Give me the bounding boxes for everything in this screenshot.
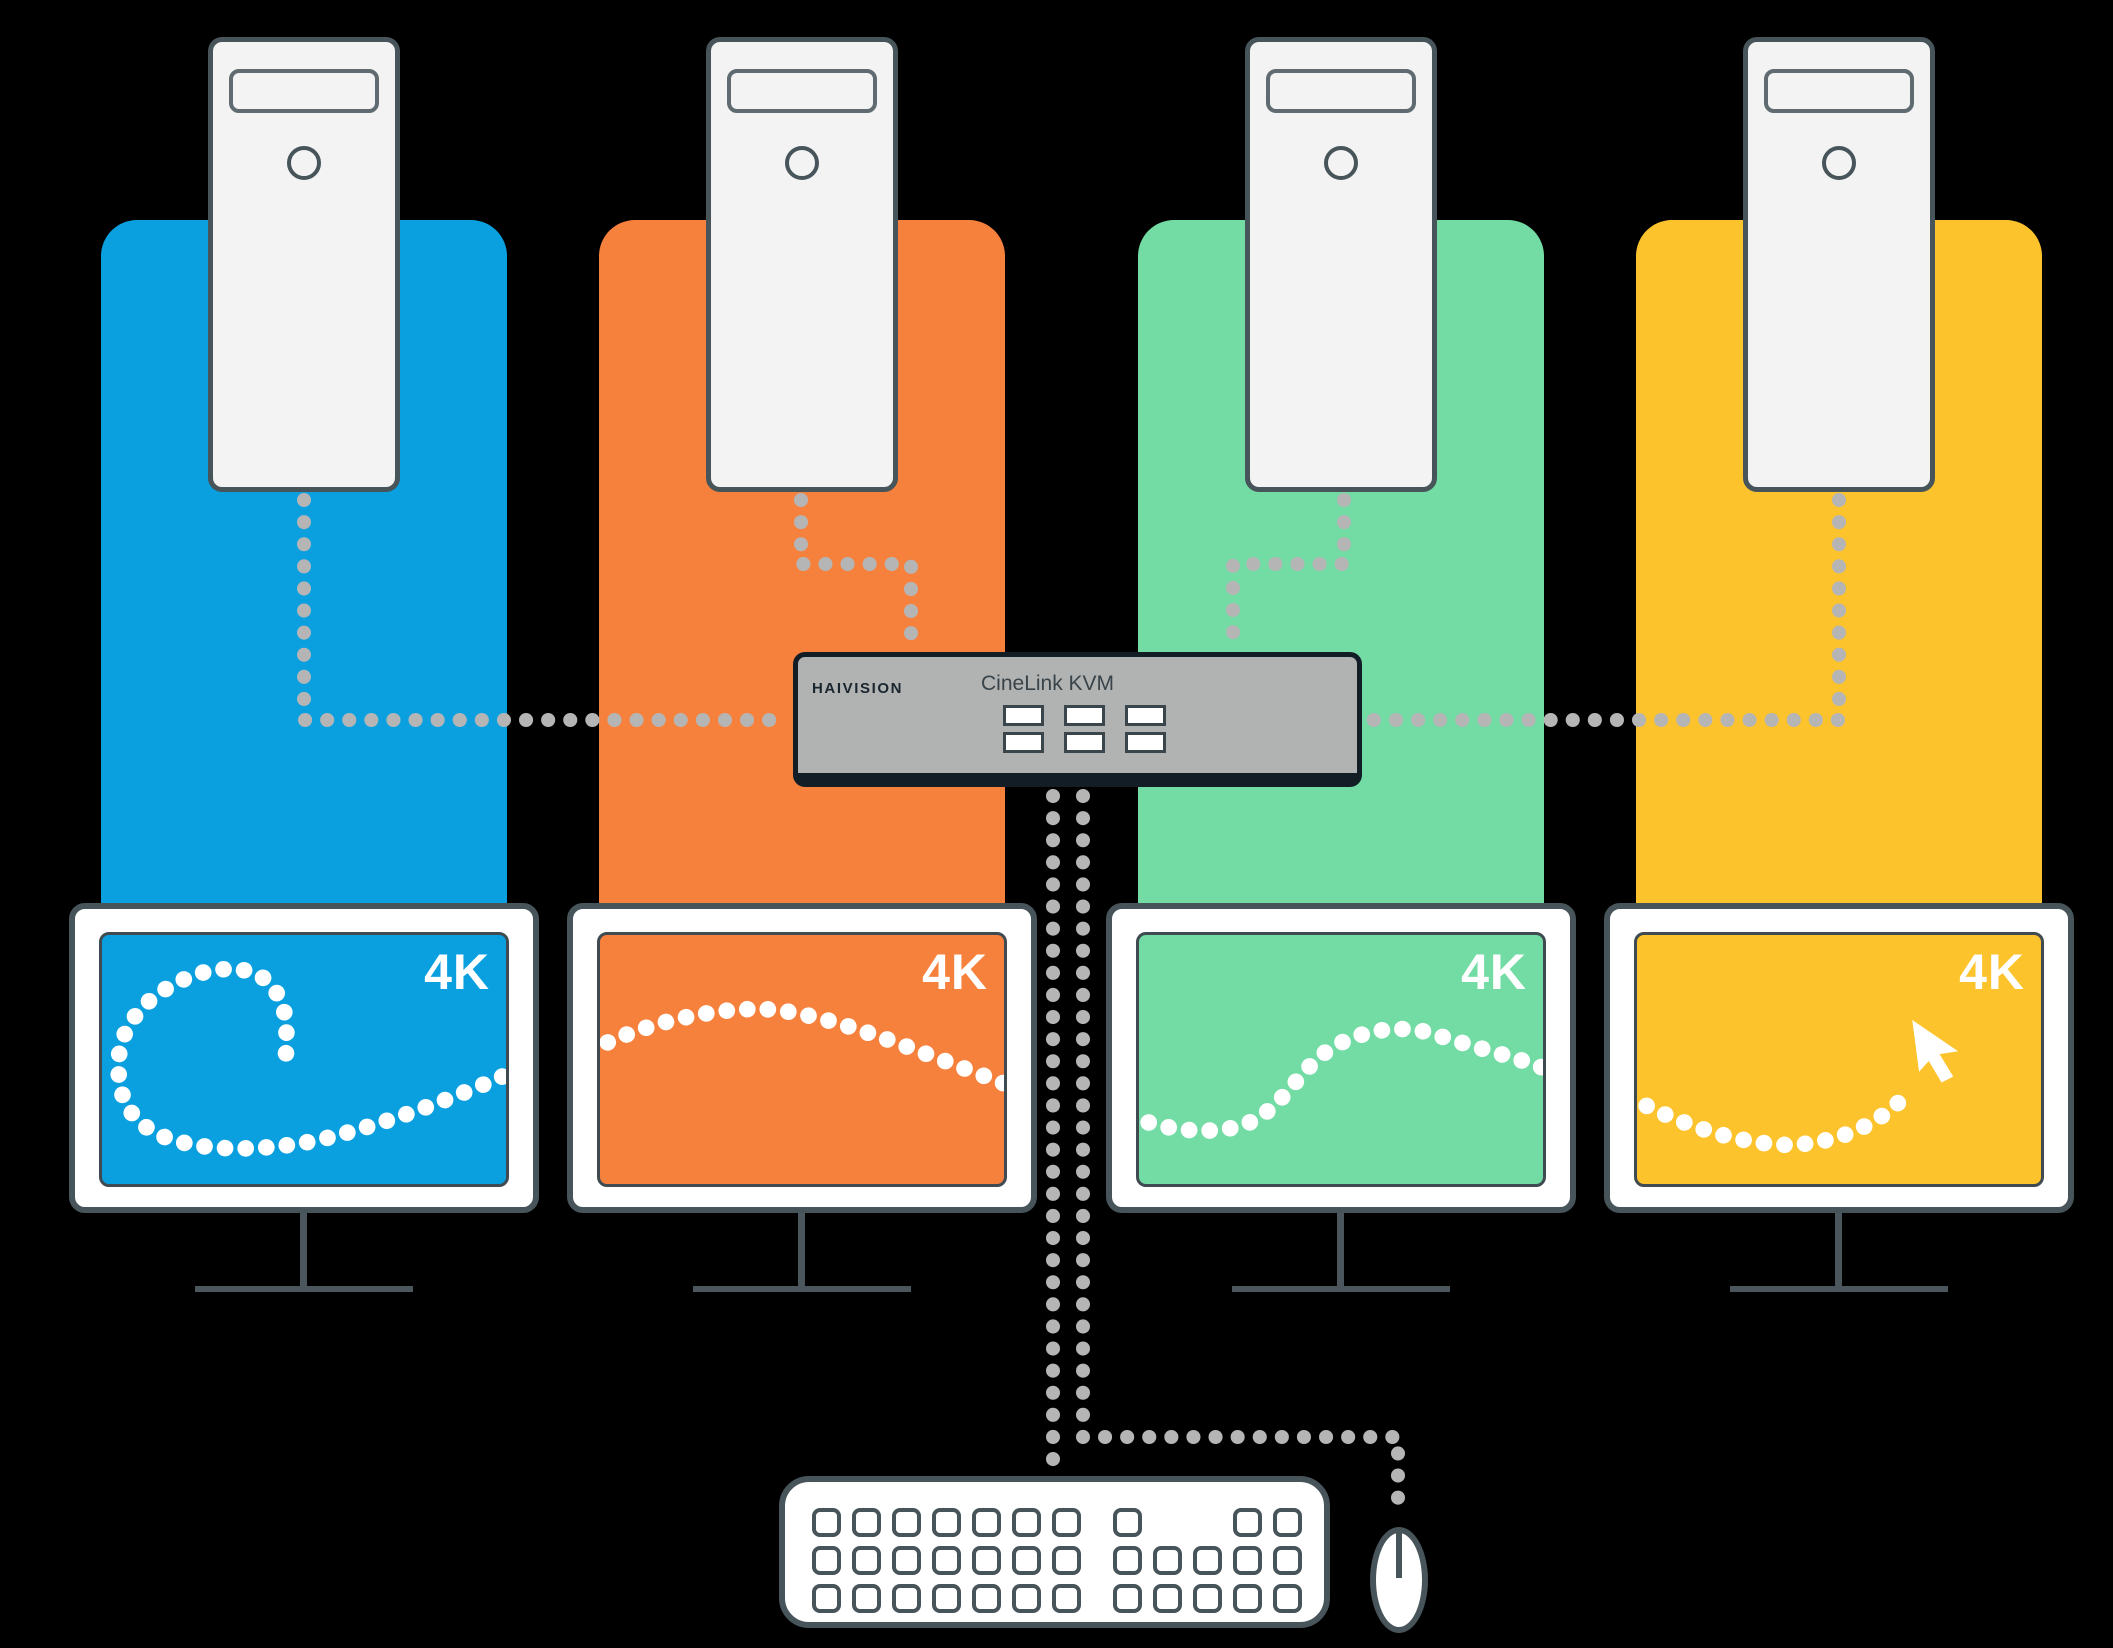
kvm-port	[1064, 705, 1105, 726]
drive-bay-slot	[229, 69, 379, 113]
keyboard-key	[852, 1546, 881, 1575]
keyboard-key	[1012, 1584, 1041, 1613]
keyboard-key	[932, 1508, 961, 1537]
monitor: 4K	[1106, 903, 1576, 1213]
keyboard-key	[1193, 1584, 1222, 1613]
kvm-port-group	[1003, 705, 1166, 753]
keyboard-key	[1052, 1584, 1081, 1613]
resolution-badge: 4K	[1461, 944, 1527, 1000]
monitor-stand	[300, 1213, 307, 1289]
keyboard-key	[932, 1584, 961, 1613]
cable-tower1-to-kvm	[297, 493, 793, 727]
keyboard-key	[972, 1584, 1001, 1613]
power-button-icon	[785, 146, 819, 180]
computer-tower	[1743, 37, 1935, 492]
cable-tower2-to-kvm	[794, 493, 918, 653]
monitor-stand-base	[693, 1286, 911, 1292]
cursor-trail	[1638, 1080, 1919, 1154]
keyboard-key	[812, 1508, 841, 1537]
monitor-stand	[1835, 1213, 1842, 1289]
cursor-trail-graphic	[1638, 1019, 1959, 1154]
keyboard-key	[1012, 1546, 1041, 1575]
keyboard-key	[972, 1508, 1001, 1537]
resolution-badge: 4K	[424, 944, 490, 1000]
keyboard-key	[972, 1546, 1001, 1575]
drive-bay-slot	[1266, 69, 1416, 113]
keyboard-key	[1153, 1584, 1182, 1613]
keyboard-key	[892, 1508, 921, 1537]
keyboard-key	[1273, 1508, 1302, 1537]
monitor-stand-base	[1730, 1286, 1948, 1292]
keyboard-key	[1233, 1546, 1262, 1575]
kvm-port	[1064, 732, 1105, 753]
haivision-logo: HAIVISION	[812, 680, 904, 697]
monitor-stand-base	[1232, 1286, 1450, 1292]
monitor-screen: 4K	[597, 932, 1007, 1187]
monitor-screen: 4K	[99, 932, 509, 1187]
drive-bay-slot	[727, 69, 877, 113]
keyboard-key	[1153, 1546, 1182, 1575]
keyboard-key	[852, 1508, 881, 1537]
monitor: 4K	[69, 903, 539, 1213]
kvm-model-label: CineLink KVM	[981, 672, 1115, 695]
cursor-trail-graphic	[600, 1000, 1004, 1092]
monitor-screen: 4K	[1634, 932, 2044, 1187]
cable-tower4-to-kvm	[1362, 493, 1846, 727]
keyboard-key	[1113, 1508, 1142, 1537]
keyboard-key	[1052, 1546, 1081, 1575]
keyboard-key	[1193, 1546, 1222, 1575]
keyboard-key	[892, 1546, 921, 1575]
monitor: 4K	[567, 903, 1037, 1213]
computer-tower	[1245, 37, 1437, 492]
resolution-badge: 4K	[1959, 944, 2025, 1000]
mouse	[1370, 1527, 1428, 1633]
kvm-switch: HAIVISION CineLink KVM	[793, 652, 1362, 787]
keyboard-key	[1233, 1584, 1262, 1613]
cursor-trail	[1140, 1020, 1543, 1139]
cursor-trail-graphic	[110, 960, 506, 1157]
mouse-scroll-wheel-icon	[1396, 1533, 1402, 1578]
computer-tower	[706, 37, 898, 492]
keyboard-key	[1273, 1546, 1302, 1575]
cursor-trail	[110, 960, 506, 1157]
keyboard-key	[1233, 1508, 1262, 1537]
computer-tower	[208, 37, 400, 492]
power-button-icon	[1822, 146, 1856, 180]
keyboard-key	[1273, 1584, 1302, 1613]
keyboard-key	[1052, 1508, 1081, 1537]
keyboard	[779, 1476, 1330, 1628]
keyboard-key	[1113, 1546, 1142, 1575]
keyboard-key	[852, 1584, 881, 1613]
keyboard-key	[1113, 1584, 1142, 1613]
monitor-stand	[798, 1213, 805, 1289]
kvm-port	[1125, 732, 1166, 753]
cable-kvm-to-mouse	[1076, 789, 1405, 1525]
monitor-stand-base	[195, 1286, 413, 1292]
power-button-icon	[287, 146, 321, 180]
resolution-badge: 4K	[922, 944, 988, 1000]
mouse-cursor-icon	[1912, 1019, 1959, 1083]
power-button-icon	[1324, 146, 1358, 180]
keyboard-key	[812, 1584, 841, 1613]
kvm-port	[1003, 732, 1044, 753]
kvm-port	[1125, 705, 1166, 726]
monitor-stand	[1337, 1213, 1344, 1289]
keyboard-key	[812, 1546, 841, 1575]
keyboard-key	[932, 1546, 961, 1575]
kvm-port	[1003, 705, 1044, 726]
keyboard-key	[892, 1584, 921, 1613]
drive-bay-slot	[1764, 69, 1914, 113]
monitor-screen: 4K	[1136, 932, 1546, 1187]
cable-tower3-to-kvm	[1226, 493, 1351, 653]
keyboard-key	[1012, 1508, 1041, 1537]
cursor-trail	[600, 1000, 1004, 1092]
monitor: 4K	[1604, 903, 2074, 1213]
cursor-trail-graphic	[1140, 1020, 1543, 1139]
